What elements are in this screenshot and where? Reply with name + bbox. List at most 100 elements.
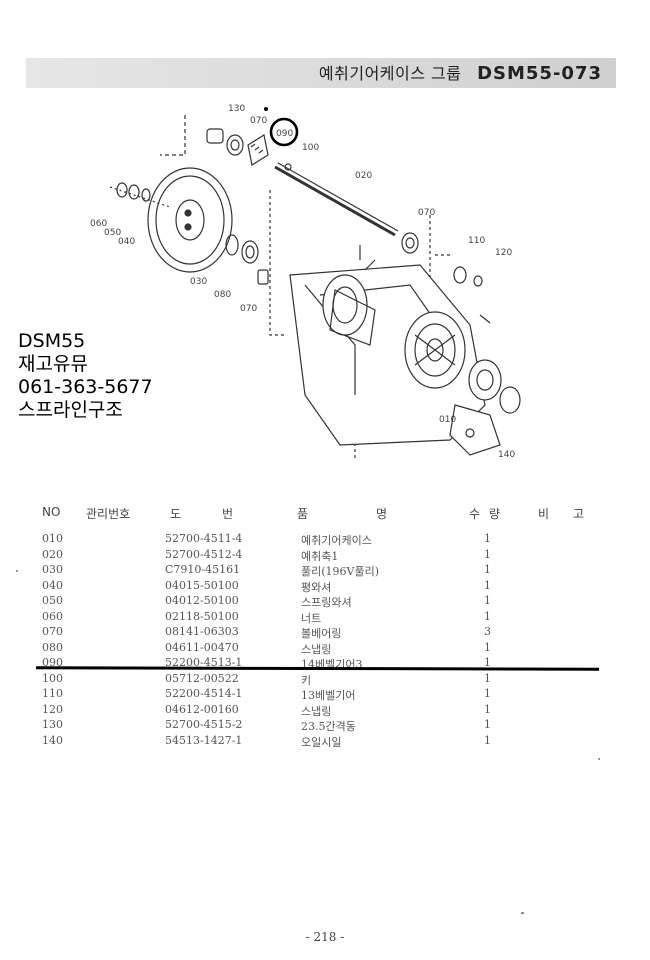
scan-speck [16,570,18,572]
page-number: - 218 - [305,930,345,944]
table-row: 040 04015-50100 평와셔 1 [0,579,650,594]
row-number: 090 [42,656,63,669]
row-quantity: 3 [484,625,491,638]
row-drawing-number: 02118-50100 [165,609,239,623]
row-quantity: 1 [484,563,491,576]
row-number: 040 [42,578,63,592]
group-name: 예취기어케이스 그룹 [318,64,462,83]
table-row: 070 08141-06303 볼베어링 3 [0,625,650,640]
header-drawing-1: 도 [170,507,182,521]
callout-110: 110 [468,236,485,246]
callout-070-right: 070 [418,208,435,218]
page-header: 예취기어케이스 그룹 DSM55-073 [319,60,602,84]
table-row: 110 52200-4514-1 13베벨기어 1 [0,687,650,702]
stock-note-spline: 스프라인구조 [18,399,123,421]
callout-010: 010 [439,415,456,425]
row-number: 010 [42,532,63,545]
row-quantity: 1 [484,578,491,592]
row-quantity: 1 [484,687,491,700]
table-row: 100 05712-00522 키 1 [0,672,650,687]
parts-table-header: NO 관리번호 도 번 품 명 수 량 비 고 [0,505,650,527]
callout-060: 060 [90,219,107,229]
table-row: 130 52700-4515-2 23.5간격동 1 [0,718,650,733]
callout-080: 080 [214,290,231,300]
row-number: 060 [42,609,63,623]
row-number: 050 [42,594,63,607]
callout-070-bottom: 070 [240,304,257,314]
row-quantity: 1 [484,656,491,669]
header-remark-1: 비 [538,507,550,521]
header-qty-1: 수 [469,507,481,521]
row-item-name: 오일시일 [301,735,342,749]
row-item-name: 스냅링 [301,704,332,718]
row-item-name: 예취기어케이스 [301,534,372,547]
row-drawing-number: 52700-4512-4 [165,547,243,561]
stock-note-phone: 061-363-5677 [18,376,153,398]
callout-040: 040 [118,237,135,247]
row-number: 130 [42,718,63,731]
table-row: 010 52700-4511-4 예취기어케이스 1 [0,532,650,547]
table-row: 140 54513-1427-1 오일시일 1 [0,734,650,749]
row-item-name: 13베벨기어 [301,689,356,702]
stock-note-stock: 재고유뮤 [18,353,88,375]
row-item-name: 스프링와셔 [301,596,352,609]
row-drawing-number: 08141-06303 [165,625,239,638]
callout-030: 030 [190,277,207,287]
header-qty-2: 량 [489,507,501,521]
callout-140: 140 [498,450,515,460]
row-item-name: 풀리(196V풀리) [301,565,380,578]
row-drawing-number: 04611-00470 [165,640,239,654]
row-number: 110 [42,687,63,700]
row-drawing-number: 52700-4511-4 [165,532,243,545]
row-number: 020 [42,547,63,561]
row-item-name: 너트 [301,611,322,625]
row-drawing-number: 04015-50100 [165,578,239,592]
row-item-name: 키 [301,673,312,687]
stock-note: DSM55 재고유뮤 061-363-5677 스프라인구조 [18,330,153,422]
header-remark-2: 고 [573,507,585,521]
row-quantity: 1 [484,702,491,716]
header-management-no: 관리번호 [86,507,131,521]
row-quantity: 1 [484,640,491,654]
table-row: 080 04611-00470 스냅링 1 [0,641,650,656]
row-quantity: 1 [484,532,491,545]
row-item-name: 평와셔 [301,580,332,594]
header-no: NO [42,505,61,519]
row-quantity: 1 [484,547,491,561]
row-item-name: 볼베어링 [301,627,342,640]
row-drawing-number: 52700-4515-2 [165,718,243,731]
row-drawing-number: 54513-1427-1 [165,733,243,747]
row-drawing-number: 04612-00160 [165,702,239,716]
row-item-name: 23.5간격동 [301,720,356,733]
callout-070-top: 070 [250,116,267,126]
scan-speck [521,912,524,914]
row-number: 030 [42,563,63,576]
row-drawing-number: 52200-4513-1 [165,656,243,669]
row-quantity: 1 [484,671,491,685]
callout-020: 020 [355,171,372,181]
row-number: 080 [42,640,63,654]
callout-050: 050 [104,228,121,238]
row-drawing-number: 04012-50100 [165,594,239,607]
row-number: 140 [42,733,63,747]
stock-note-model: DSM55 [18,330,86,352]
row-drawing-number: 05712-00522 [165,671,239,685]
row-quantity: 1 [484,609,491,623]
header-item-1: 품 [297,507,309,521]
row-item-name: 스냅링 [301,642,332,656]
callout-130: 130 [228,104,245,114]
row-drawing-number: 52200-4514-1 [165,687,243,700]
table-row: 060 02118-50100 너트 1 [0,610,650,625]
row-item-name: 예취축1 [301,549,339,563]
row-quantity: 1 [484,733,491,747]
group-code: DSM55-073 [477,63,602,84]
callout-100: 100 [302,143,319,153]
exploded-parts-diagram: 130 070 090 100 020 070 110 120 060 050 … [90,104,521,460]
row-number: 100 [42,671,63,685]
table-row: 020 52700-4512-4 예취축1 1 [0,548,650,563]
row-quantity: 1 [484,718,491,731]
row-number: 070 [42,625,63,638]
